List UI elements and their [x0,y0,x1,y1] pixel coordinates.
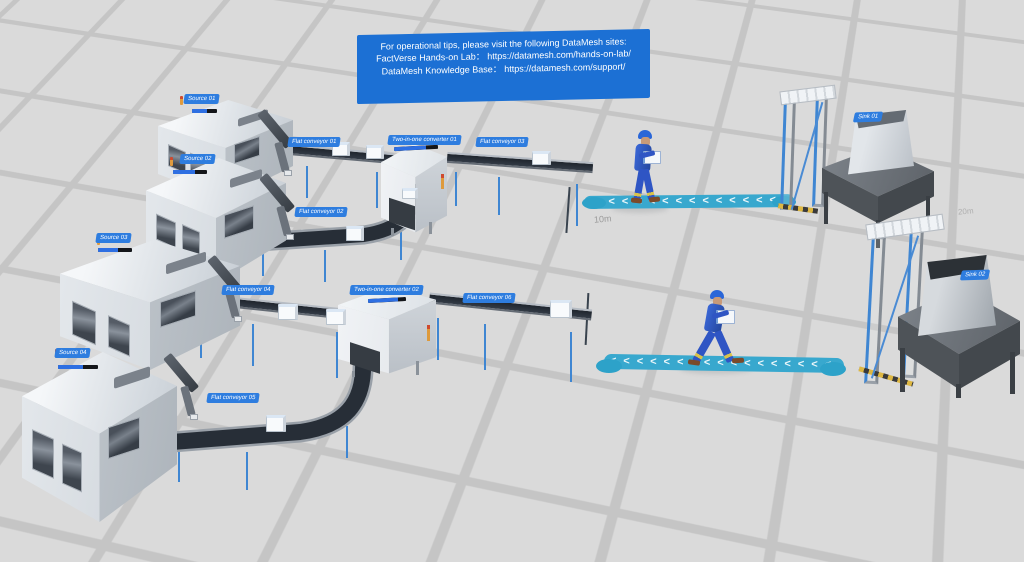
label-sink-01: Sink 01 [852,111,884,123]
progress-bar-source-03 [98,248,132,252]
machine-window [62,443,82,493]
conveyor-leg [262,246,264,276]
label-source-02: Source 02 [179,154,217,164]
worker-head [713,297,722,306]
worker-shoe [630,197,643,204]
label-source-04: Source 04 [54,348,92,358]
helmet [710,290,724,299]
conveyor-leg [484,324,486,370]
worker-leg [692,330,716,364]
table-leg [824,192,828,224]
worker-shoe [731,357,745,364]
info-banner: For operational tips, please visit the f… [357,28,650,105]
robot-arm[interactable] [200,254,252,328]
path-endpoint [820,362,846,376]
worker-shoe [648,196,661,203]
label-flat-conveyor-03: Flat conveyor 03 [475,137,530,147]
distance-marker-10m: 10m [593,213,612,225]
conveyor-belt-05[interactable] [162,352,377,464]
label-two-in-one-converter-02: Two-in-one converter 02 [349,285,424,295]
worker-shadow [612,204,668,213]
beacon-light [180,96,183,105]
conveyor-leg [346,426,348,458]
conveyor-leg [437,318,439,360]
table-leg [956,384,961,398]
path-endpoint [582,197,606,209]
progress-bar-source-04 [58,365,98,369]
label-flat-conveyor-06: Flat conveyor 06 [462,293,517,303]
walk-path-upper: <<<<<<<<<<<<<< [583,194,795,209]
product-box[interactable] [326,309,346,325]
lab-url: https://datamesh.com/hands-on-lab/ [487,48,631,62]
arm-gripper [234,316,242,322]
table-leg [1010,352,1015,394]
arm-gripper [190,414,198,420]
label-flat-conveyor-04: Flat conveyor 04 [221,285,276,295]
conveyor-leg [498,177,500,215]
progress-fill [58,365,83,369]
path-endpoint [596,359,622,373]
table-leg [900,348,905,392]
conveyor-leg [400,232,402,260]
progress-fill [173,170,196,174]
product-box[interactable] [550,300,572,318]
product-box[interactable] [346,226,364,241]
beacon-light [170,157,173,166]
conveyor-leg [570,332,572,382]
distance-marker-20m: 20m [957,206,974,217]
product-box[interactable] [366,145,384,159]
conveyor-leg [246,452,248,490]
conveyor-leg [576,184,578,226]
signal-handle [427,325,430,341]
conveyor-leg [376,172,378,208]
progress-bar-source-02 [173,170,207,174]
table-leg [926,196,930,226]
worker-head [641,137,650,146]
product-box[interactable] [402,188,418,199]
product-box[interactable] [278,304,298,320]
robot-arm[interactable] [250,108,302,182]
conveyor-leg [252,324,254,366]
helmet [638,130,652,139]
label-flat-conveyor-02: Flat conveyor 02 [294,207,349,217]
conveyor-leg [336,332,338,378]
sink-02-hopper[interactable] [918,255,996,343]
converter-leg [391,228,394,236]
worker-2[interactable] [686,290,750,382]
worker-leg [641,168,656,201]
converter-leg [429,222,432,234]
conveyor-leg [178,446,180,482]
label-source-01: Source 01 [183,94,221,104]
arm-gripper [286,234,294,240]
label-flat-conveyor-05: Flat conveyor 05 [206,393,261,403]
product-box[interactable] [532,151,551,165]
conveyor-leg [455,172,457,206]
worker-1[interactable] [622,128,670,214]
robot-arm[interactable] [252,172,304,246]
label-two-in-one-converter-01: Two-in-one converter 01 [387,135,462,145]
kb-url: https://datamesh.com/support/ [504,61,626,74]
label-flat-conveyor-01: Flat conveyor 01 [287,137,342,147]
progress-fill [192,109,207,113]
progress-fill [98,248,119,252]
signal-handle [441,174,444,189]
converter-leg [352,371,355,377]
product-box[interactable] [266,415,286,432]
machine-source-04[interactable] [22,352,177,522]
robot-arm[interactable] [156,352,208,426]
conveyor-leg [306,166,308,198]
conveyor-leg [324,250,326,282]
sink-01-table[interactable] [822,146,934,248]
converter-leg [416,361,419,375]
label-sink-02: Sink 02 [959,269,991,281]
progress-bar-source-01 [192,109,217,113]
arm-gripper [284,170,292,176]
worker-shoe [687,359,701,366]
label-source-03: Source 03 [95,233,133,243]
